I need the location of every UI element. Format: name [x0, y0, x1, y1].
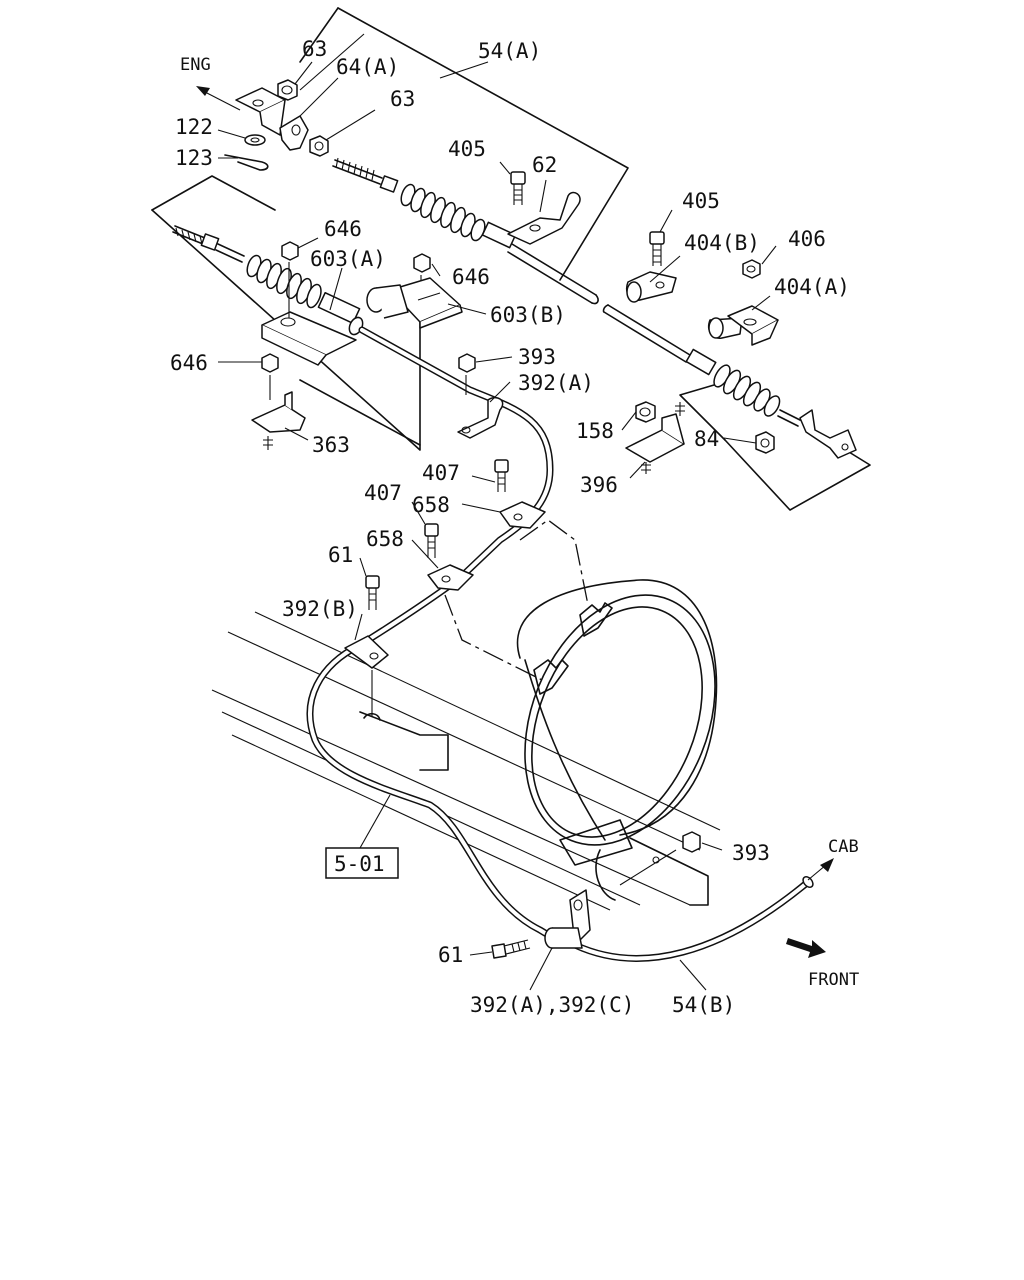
cable-603a: [172, 225, 364, 336]
callout-123: 123: [175, 146, 213, 170]
callout-404a: 404(A): [774, 275, 850, 299]
callout-405-left: 405: [448, 137, 486, 161]
callout-407-left: 407: [364, 481, 402, 505]
nut-646-left: [261, 353, 279, 400]
eng-label: ENG: [180, 55, 211, 75]
callout-158: 158: [576, 419, 614, 443]
leader-dash: [519, 519, 589, 606]
bolt-405-left: [510, 171, 526, 205]
bolt-407-right: [494, 459, 509, 492]
bracket-363: [251, 391, 306, 450]
front-label: FRONT: [808, 970, 859, 990]
bracket-603b: [366, 277, 463, 329]
callout-603b: 603(B): [490, 303, 566, 327]
clamp-392b: [344, 635, 389, 721]
bolt-61-bottom: [491, 939, 531, 959]
callout-646-top: 646: [324, 217, 362, 241]
clamp-404b: [626, 271, 677, 303]
callout-363: 363: [312, 433, 350, 457]
bracket-404a: [708, 305, 779, 346]
callout-603a: 603(A): [310, 247, 386, 271]
callout-658-left: 658: [366, 527, 404, 551]
callout-122: 122: [175, 115, 213, 139]
callout-646-mid: 646: [452, 265, 490, 289]
nut-646-top: [281, 241, 299, 318]
callout-393-top: 393: [518, 345, 556, 369]
bracket-392ac: [544, 889, 591, 949]
nut-158: [635, 401, 656, 423]
nut-393-top: [458, 353, 476, 395]
cotter-pin-123: [224, 154, 269, 171]
nut-84: [755, 431, 775, 454]
clamp-658-right: [499, 501, 546, 529]
callout-54a: 54(A): [478, 39, 541, 63]
nut-393-bottom: [619, 831, 701, 886]
nut-63-mid: [309, 135, 329, 157]
callout-64a: 64(A): [336, 55, 399, 79]
bolt-61-top: [365, 575, 380, 610]
reference-box-label: 5-01: [334, 852, 385, 876]
clamp-392a-top: [457, 396, 504, 439]
callout-393-bottom: 393: [732, 841, 770, 865]
callout-392ac: 392(A),392(C): [470, 993, 634, 1017]
callout-61-bottom: 61: [438, 943, 463, 967]
callout-396: 396: [580, 473, 618, 497]
eng-arrow-icon: [196, 86, 241, 111]
callout-61-top: 61: [328, 543, 353, 567]
bracket-plate-edge: [261, 325, 327, 366]
cab-label: CAB: [828, 837, 859, 857]
callout-646-left: 646: [170, 351, 208, 375]
frame-rail: [211, 611, 721, 911]
callout-84: 84: [694, 427, 719, 451]
callout-392a-top: 392(A): [518, 371, 594, 395]
callout-392b: 392(B): [282, 597, 358, 621]
bracket-396: [625, 402, 685, 474]
callout-62: 62: [532, 153, 557, 177]
callout-405-right: 405: [682, 189, 720, 213]
washer-122: [244, 134, 266, 146]
callout-404b: 404(B): [684, 231, 760, 255]
clamp-658-left: [427, 564, 474, 591]
callout-63-mid: 63: [390, 87, 415, 111]
front-arrow-icon: [786, 938, 826, 958]
reference-box: [325, 847, 399, 879]
fuel-tank: [516, 579, 718, 846]
callout-407-right: 407: [422, 461, 460, 485]
cab-arrow-icon: [807, 858, 834, 881]
cable-54a: [332, 157, 857, 459]
cable-54b: [571, 875, 814, 962]
callout-54b: 54(B): [672, 993, 735, 1017]
callout-658-right: 658: [412, 493, 450, 517]
bolt-407-left: [424, 523, 439, 558]
bracket-64a: [235, 87, 309, 151]
callout-63-top: 63: [302, 37, 327, 61]
bolt-405-right: [649, 231, 665, 266]
nut-406: [742, 259, 761, 279]
leader-dash: [444, 594, 543, 681]
callout-406: 406: [788, 227, 826, 251]
leader-lines: [217, 33, 777, 991]
clip-62: [507, 191, 581, 245]
